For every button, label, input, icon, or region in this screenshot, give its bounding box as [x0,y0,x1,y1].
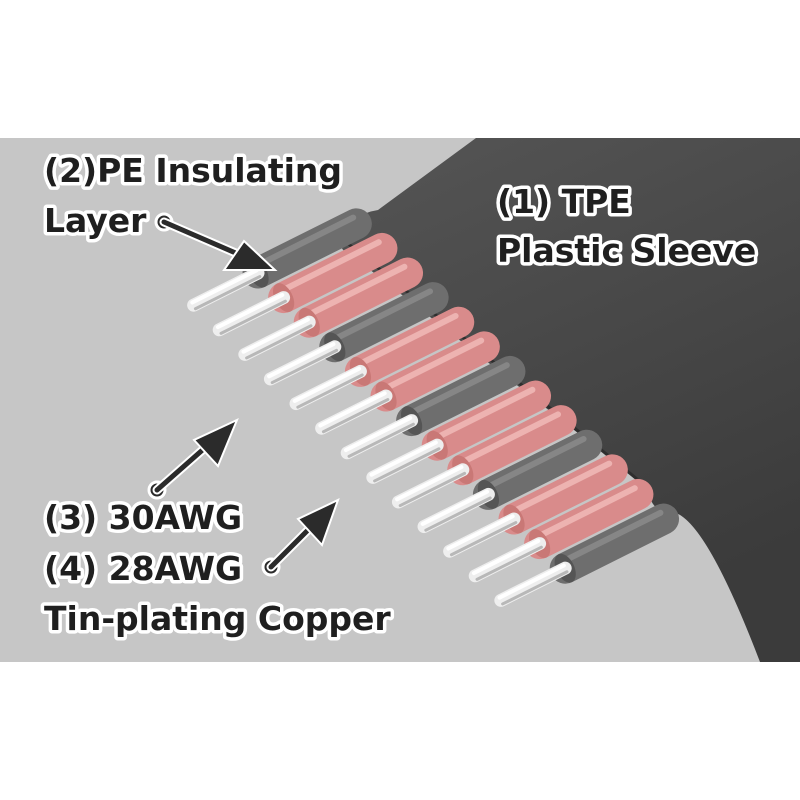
wire-pink [315,331,500,435]
wire-pink [212,232,398,337]
wire-gray [263,282,449,386]
label-copper: Tin-plating Copper [44,599,391,638]
wire-pink [238,257,424,361]
tpe-sleeve [339,138,800,662]
wire-pink [366,380,552,484]
wire-bundle [187,208,680,607]
wire-pink [289,306,475,411]
arrow-30awg [147,418,239,500]
wire-pink [443,454,628,558]
wire-gray [340,355,526,460]
label-tpe-line2: Plastic Sleeve [497,231,756,270]
label-28awg: (4) 28AWG [44,549,242,588]
wire-pink [391,405,577,509]
label-pe-line2: Layer [44,201,147,240]
wire-gray [417,429,603,534]
label-tpe-line1: (1) TPE [497,182,631,221]
label-pe-line1: (2)PE Insulating [44,151,342,190]
wire-gray [494,503,680,607]
wire-pink [468,478,654,583]
wire-gray [187,208,372,312]
arrow-pe-layer [154,212,278,271]
arrow-28awg [261,498,340,577]
label-30awg: (3) 30AWG [44,498,242,537]
